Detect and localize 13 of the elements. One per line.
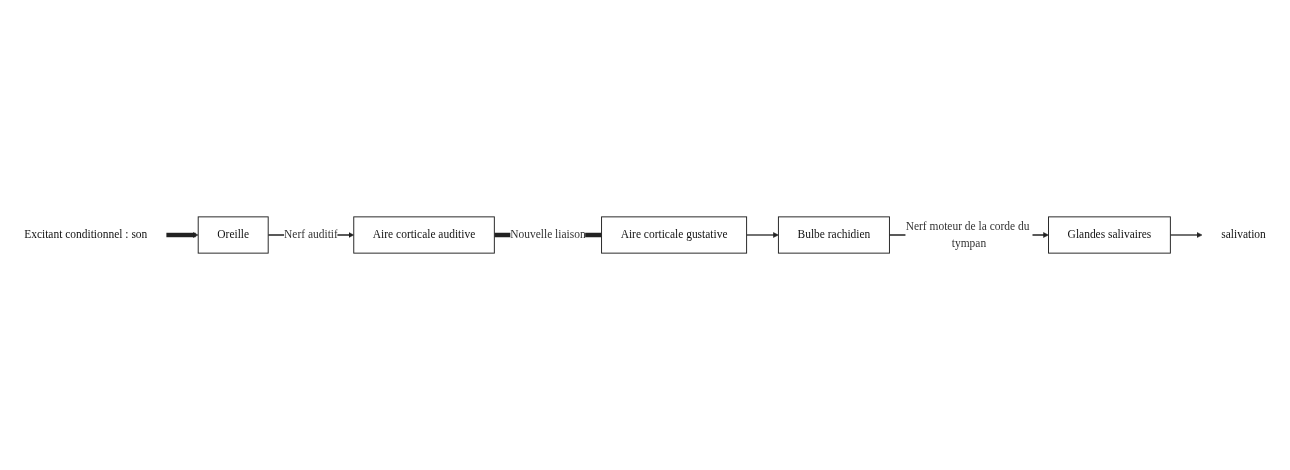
node-box: Aire corticale auditive xyxy=(353,216,495,254)
edge-label: Nouvelle liaison xyxy=(510,228,586,242)
node-box: Glandes salivaires xyxy=(1048,216,1171,254)
node-box: Bulbe rachidien xyxy=(777,216,890,254)
arrow xyxy=(745,232,779,238)
edge-label: Nerf auditif xyxy=(284,228,338,242)
node-box: Aire corticale gustative xyxy=(601,216,748,254)
node-text: Excitant conditionnel : son xyxy=(24,228,148,242)
arrow xyxy=(166,232,199,238)
edge-label: Nerf moteur de la corde du tympan xyxy=(905,219,1030,250)
node-text: salivation xyxy=(1221,228,1266,242)
node-box: Oreille xyxy=(197,216,269,254)
arrow xyxy=(1169,232,1203,238)
